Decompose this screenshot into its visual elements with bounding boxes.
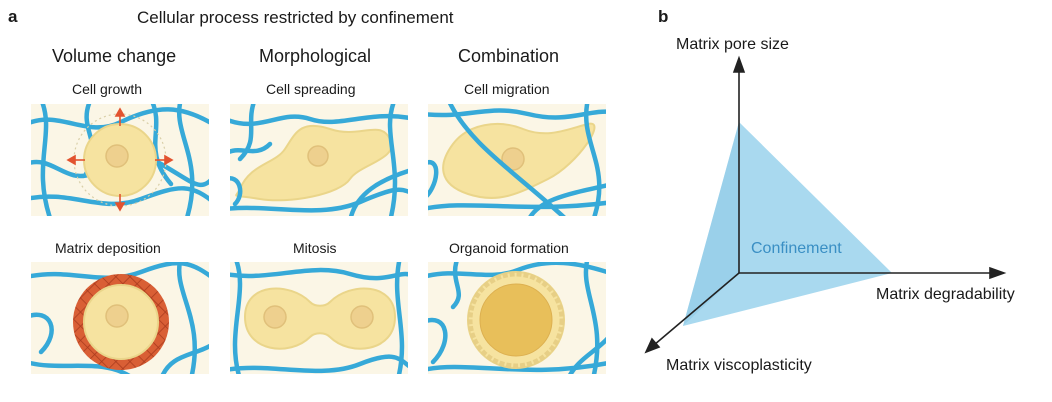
column-heading-volume-change: Volume change (52, 46, 177, 66)
column-heading-morphological: Morphological (259, 46, 372, 66)
matrix-deposition-illustration (31, 262, 209, 374)
fiber-network (230, 104, 408, 216)
panel-a-letter: a (8, 7, 18, 26)
x-axis-label: Matrix degradability (876, 286, 1015, 303)
label-cell-growth: Cell growth (72, 81, 143, 97)
cell-growth-illustration (31, 104, 209, 216)
organoid-cell-layer (467, 271, 565, 369)
fiber-network (230, 262, 408, 374)
growth-arrows (66, 107, 174, 212)
nucleus (501, 147, 525, 171)
fiber-network (428, 104, 606, 216)
z-axis-line (653, 272, 740, 346)
label-cell-migration: Cell migration (464, 81, 550, 97)
confinement-region-side (683, 122, 739, 326)
fiber-network (428, 262, 606, 374)
panel-a-title: Cellular process restricted by confineme… (137, 8, 454, 27)
organoid-lumen (479, 283, 553, 357)
mitosis-illustration (230, 262, 408, 374)
nucleus-left (263, 305, 287, 329)
cell-migration-illustration (428, 104, 606, 216)
cell-spreading-illustration (230, 104, 408, 216)
label-matrix-deposition: Matrix deposition (55, 240, 161, 256)
confinement-label: Confinement (751, 240, 842, 257)
confinement-3d-diagram (644, 55, 1007, 354)
nucleus-right (350, 305, 374, 329)
organoid-formation-illustration (428, 262, 606, 374)
nucleus (105, 144, 129, 168)
panel-b-letter: b (658, 7, 669, 26)
nucleus (307, 145, 329, 167)
label-mitosis: Mitosis (293, 240, 337, 256)
dividing-cell-body (243, 287, 397, 350)
x-axis-arrow (989, 266, 1007, 280)
z-axis-arrow (644, 337, 661, 354)
label-cell-spreading: Cell spreading (266, 81, 356, 97)
z-axis-label: Matrix viscoplasticity (666, 357, 812, 374)
y-axis-arrow (732, 55, 746, 73)
fiber-network (31, 262, 209, 374)
nucleus (105, 304, 129, 328)
column-heading-combination: Combination (458, 46, 560, 66)
label-organoid-formation: Organoid formation (449, 240, 569, 256)
axes (644, 55, 1007, 354)
fiber-network (31, 104, 209, 216)
y-axis-label: Matrix pore size (676, 36, 789, 53)
